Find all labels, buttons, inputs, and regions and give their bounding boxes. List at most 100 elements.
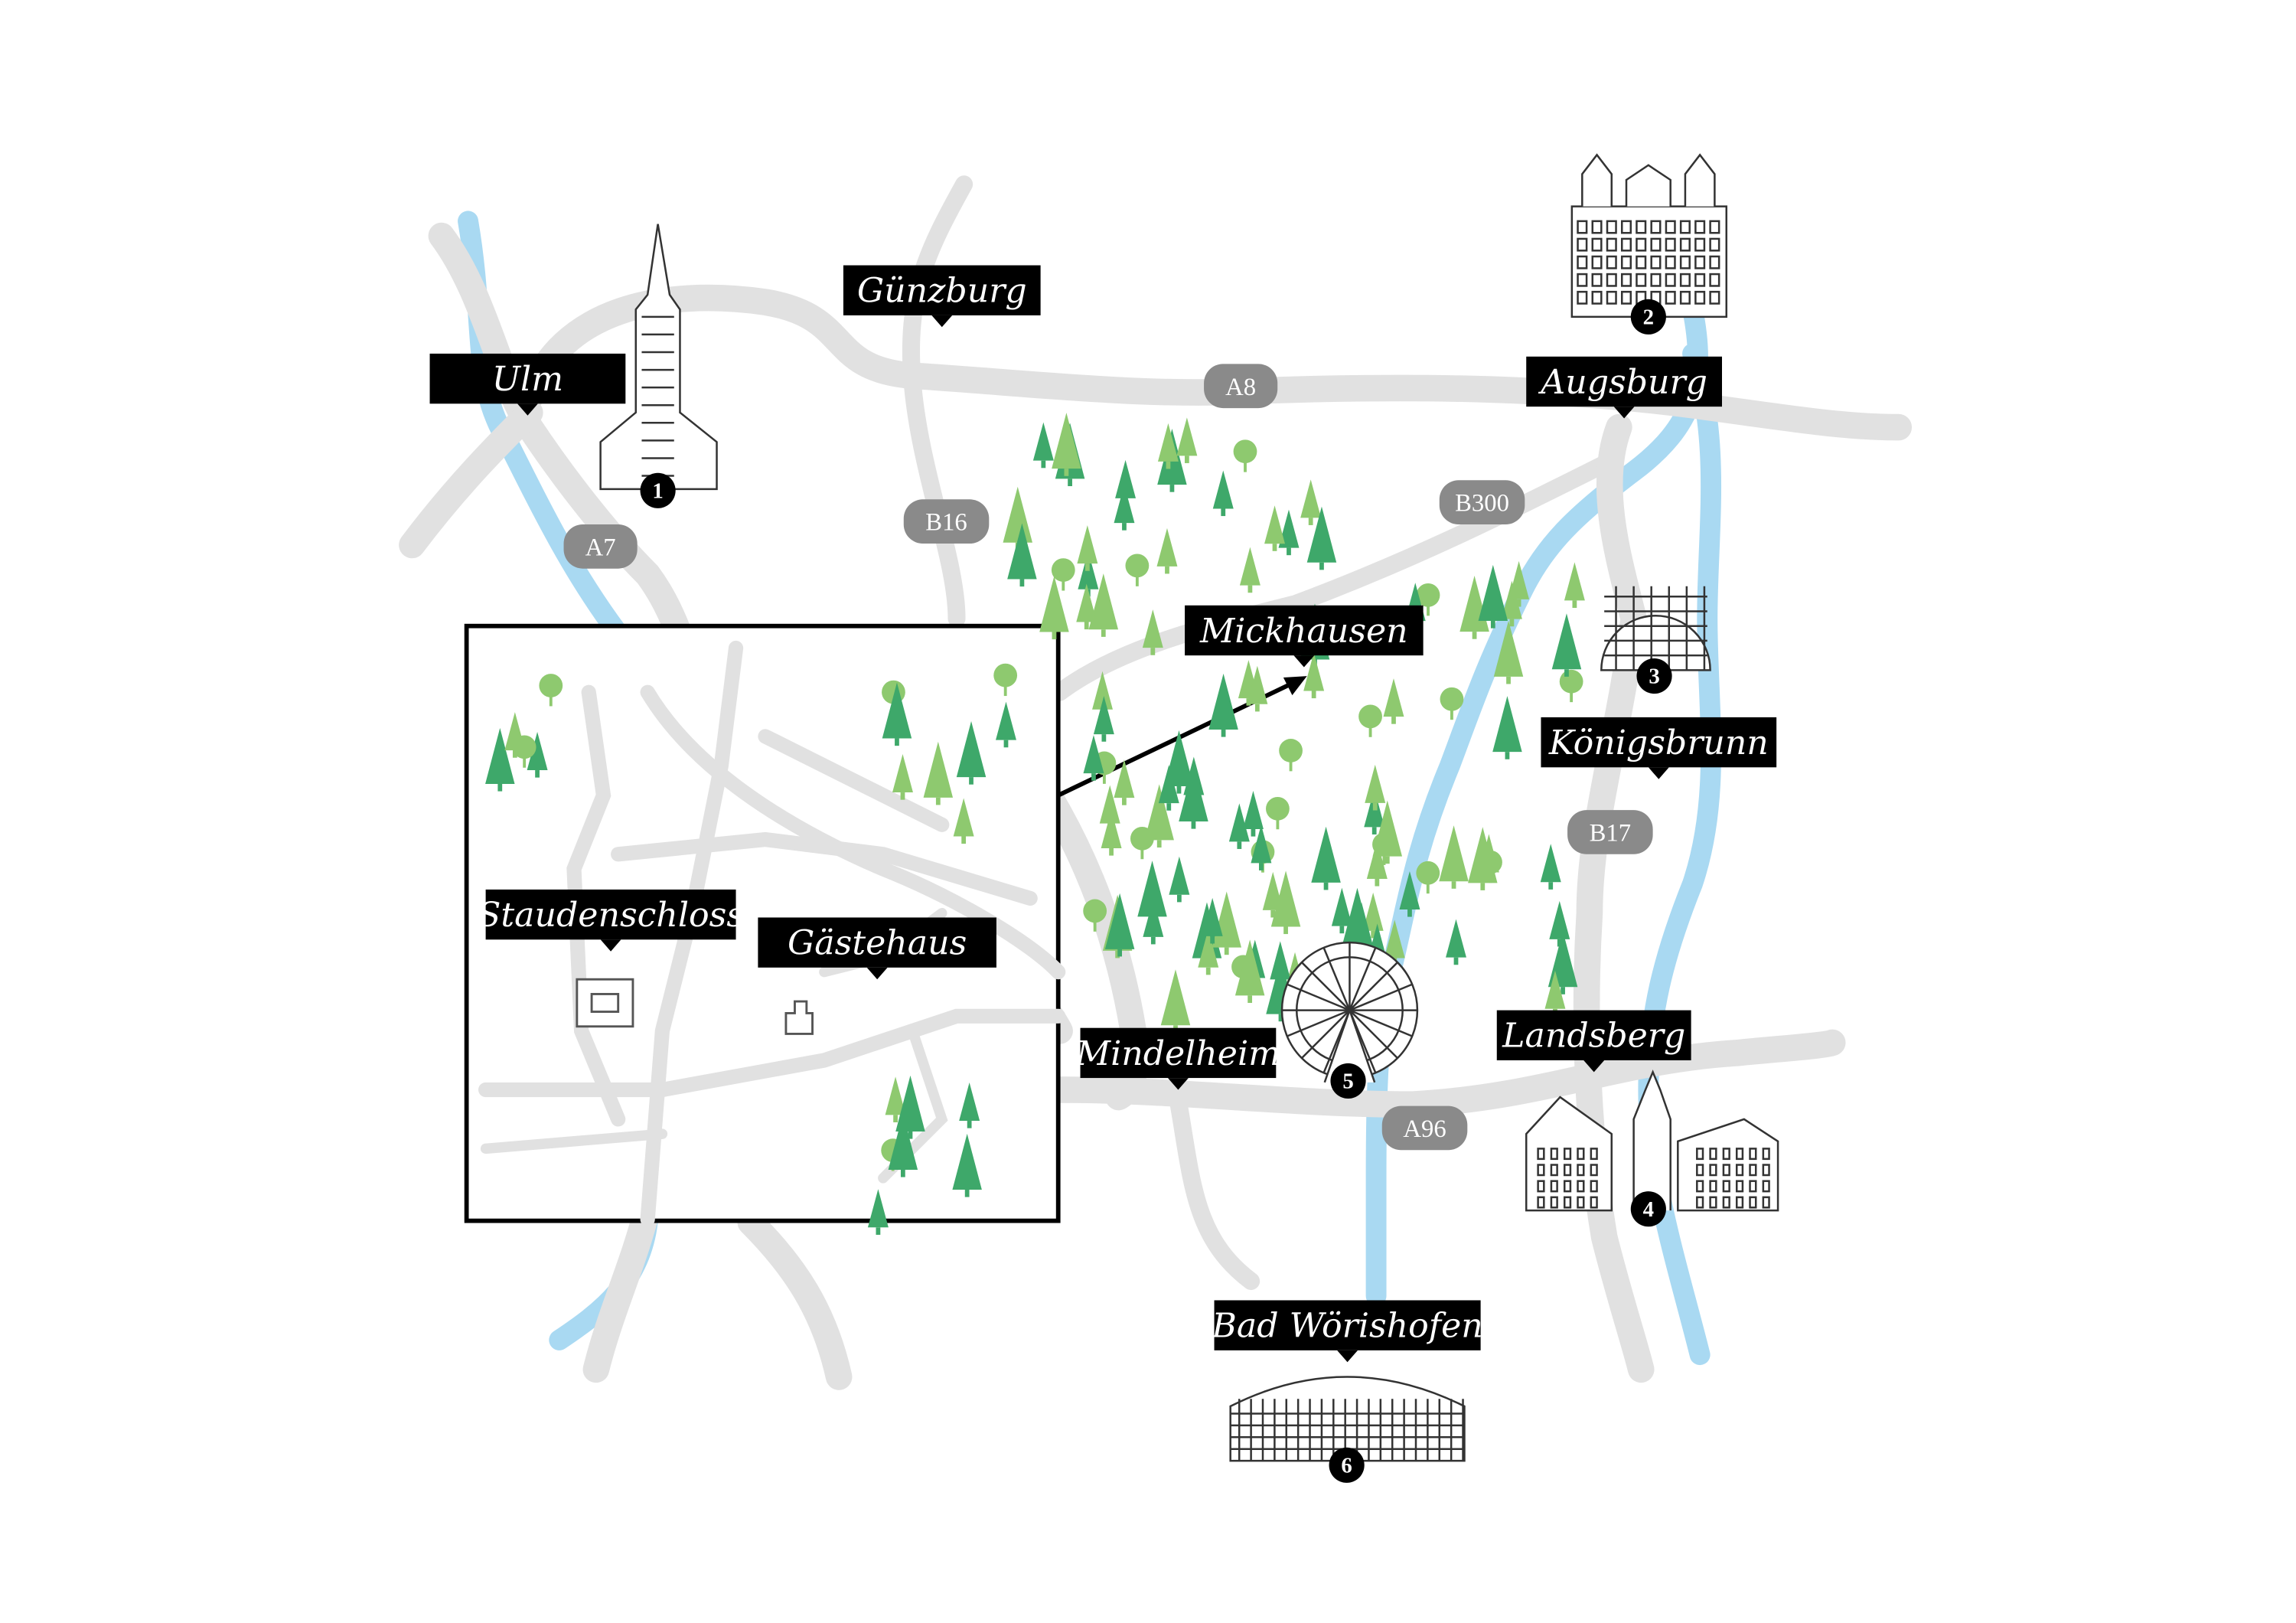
tree-icon: [1039, 576, 1069, 640]
tree-icon: [1164, 730, 1194, 794]
augsburg-town-hall-icon: [1570, 153, 1728, 318]
tree-icon: [1007, 523, 1037, 587]
tree-icon: [1251, 825, 1272, 870]
tree-icon: [1142, 609, 1163, 655]
tree-icon: [1051, 558, 1075, 591]
tree-icon: [1478, 564, 1508, 629]
tree-icon: [1365, 764, 1386, 811]
landmark-number: 3: [1649, 665, 1659, 689]
road-sw: [582, 1194, 661, 1383]
svg-text:Augsburg: Augsburg: [1538, 363, 1707, 402]
road-b17: [1573, 413, 1655, 1383]
tree-icon: [895, 1075, 925, 1139]
tree-icon: [539, 674, 563, 707]
svg-text:B17: B17: [1590, 819, 1632, 847]
tree-icon: [1468, 827, 1498, 890]
tree-icon: [1549, 900, 1570, 947]
tree-icon: [1115, 459, 1137, 506]
city-label[interactable]: Bad Wörishofen: [1211, 1300, 1483, 1363]
city-label[interactable]: Günzburg: [843, 265, 1041, 328]
tree-icon: [1279, 739, 1303, 772]
tree-icon: [1492, 696, 1522, 759]
tree-icon: [1270, 941, 1291, 987]
tree-icon: [1076, 583, 1097, 630]
tree-icon: [1331, 887, 1352, 934]
tree-icon: [882, 682, 912, 746]
road-mindelheim-south: [1168, 1088, 1261, 1290]
tree-icon: [1266, 796, 1290, 830]
tree-icon: [1239, 547, 1261, 593]
tree-icon: [1446, 919, 1466, 965]
svg-text:B16: B16: [925, 509, 967, 537]
tree-icon: [1270, 870, 1301, 935]
tree-icon: [1198, 929, 1219, 975]
road-a96: [1046, 1029, 1846, 1118]
city-label[interactable]: Landsberg: [1496, 1010, 1691, 1073]
city-label[interactable]: Augsburg: [1526, 356, 1722, 419]
tree-icon: [1564, 562, 1585, 609]
tree-icon: [1099, 785, 1120, 831]
tree-icon: [1278, 509, 1300, 556]
svg-text:A96: A96: [1403, 1115, 1446, 1143]
road-shield-a96: A96: [1381, 1105, 1468, 1151]
city-label[interactable]: Ulm: [429, 353, 626, 416]
svg-text:Königsbrunn: Königsbrunn: [1548, 723, 1769, 763]
tree-icon: [1083, 899, 1107, 932]
svg-text:Landsberg: Landsberg: [1502, 1017, 1685, 1056]
svg-text:A7: A7: [585, 534, 616, 561]
svg-text:B300: B300: [1455, 490, 1509, 518]
inset-place-label[interactable]: Gästehaus: [758, 917, 996, 980]
svg-text:A8: A8: [1225, 374, 1256, 401]
tree-icon: [1156, 527, 1178, 574]
road-shield-b300: B300: [1439, 480, 1525, 524]
tree-icon: [1137, 860, 1167, 924]
tree-icon: [1208, 673, 1238, 737]
tree-icon: [1160, 969, 1191, 1033]
landmark-number: 4: [1643, 1197, 1654, 1222]
landmark-number: 2: [1643, 305, 1654, 329]
tree-icon: [885, 1076, 906, 1123]
tree-icon: [1125, 554, 1150, 586]
landmark-number: 6: [1341, 1453, 1352, 1478]
road-shield-a7: A7: [563, 524, 638, 569]
tree-icon: [1439, 825, 1469, 889]
tree-icon: [1416, 583, 1440, 616]
tree-icon: [867, 1189, 889, 1235]
tree-icon: [1242, 790, 1264, 837]
tree-icon: [485, 727, 515, 792]
city-label[interactable]: Mindelheim: [1075, 1027, 1280, 1090]
tree-icon: [1540, 844, 1561, 890]
tree-icon: [1493, 620, 1524, 684]
tree-icon: [1416, 860, 1440, 894]
tree-icon: [1176, 417, 1198, 463]
road-shield-b17: B17: [1567, 810, 1653, 854]
tree-icon: [993, 663, 1018, 697]
tree-icon: [952, 1133, 982, 1197]
tree-icon: [1306, 506, 1337, 570]
tree-icon: [1088, 573, 1119, 637]
svg-text:Mickhausen: Mickhausen: [1199, 612, 1408, 651]
landmark-number: 1: [652, 478, 663, 503]
tree-icon: [923, 741, 954, 805]
svg-text:Gästehaus: Gästehaus: [788, 924, 967, 963]
tree-icon: [1114, 759, 1135, 805]
planetarium-dome-icon: [1600, 586, 1711, 671]
road-shield-a8: A8: [1204, 364, 1278, 409]
tree-icon: [1303, 652, 1325, 699]
city-label[interactable]: Mickhausen: [1185, 605, 1424, 668]
staudenschloss-building-icon: [576, 978, 634, 1028]
road-b16: [902, 175, 974, 628]
svg-text:Staudenschloss: Staudenschloss: [478, 896, 744, 935]
tree-icon: [1093, 696, 1114, 742]
inset-place-label[interactable]: Staudenschloss: [478, 889, 744, 952]
tree-icon: [1157, 423, 1179, 469]
road-s: [737, 1209, 853, 1390]
tree-icon: [959, 1083, 980, 1128]
tree-icon: [1311, 826, 1341, 890]
svg-text:Mindelheim: Mindelheim: [1075, 1034, 1280, 1073]
tree-icon: [1032, 422, 1054, 469]
city-label[interactable]: Königsbrunn: [1541, 717, 1777, 779]
landsberg-old-town-icon: [1525, 1069, 1779, 1212]
tree-icon: [1362, 892, 1384, 939]
